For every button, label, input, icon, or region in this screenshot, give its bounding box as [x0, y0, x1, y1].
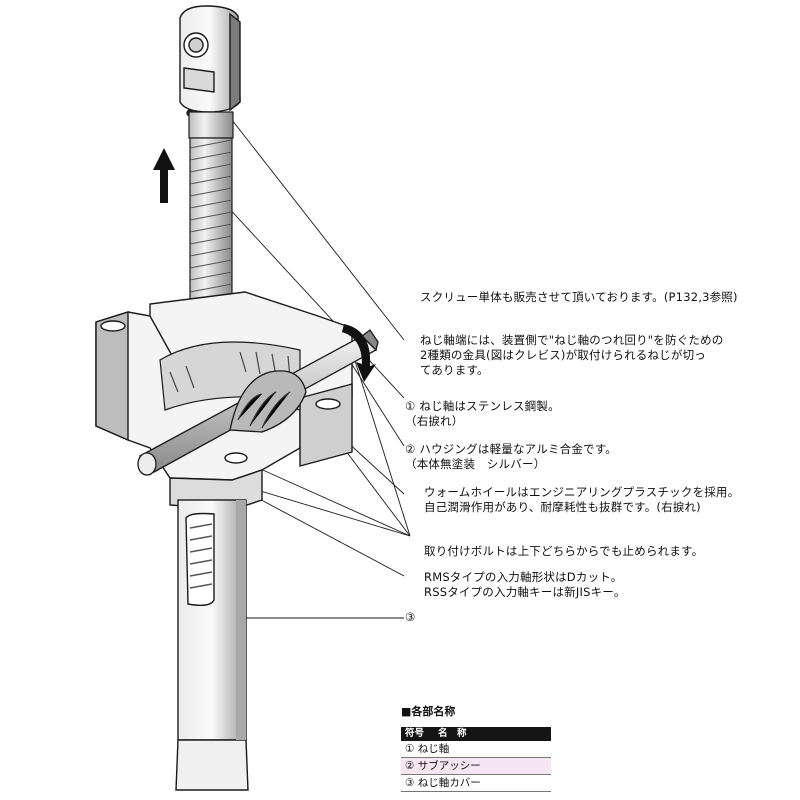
note-worm-wheel: ウォームホイールはエンジニアリングプラスチックを採用。 自己潤滑作用があり、耐摩… [424, 485, 740, 514]
housing [95, 291, 353, 511]
screw-cover [175, 499, 249, 791]
lift-arrow [153, 148, 175, 203]
note-screw-sold-separately: スクリュー単体も販売させて頂いております。(P132,3参照) [420, 290, 738, 304]
legend-header-code: 符号 [405, 728, 425, 739]
note-part2-housing: ② ハウジングは軽量なアルミ合金です。 （本体無塗装 シルバー） [405, 442, 617, 471]
legend-header-name: 名 称 [438, 728, 467, 739]
rotation-arrow [342, 324, 376, 382]
legend-row: ③ ねじ軸カバー [401, 775, 551, 792]
note-clevis-thread: ねじ軸端には、装置側で"ねじ軸のつれ回り"を防ぐための 2種類の金具(図はクレビ… [420, 333, 724, 377]
note-input-shaft: RMSタイプの入力軸形状はDカット。 RSSタイプの入力軸キーは新JISキー。 [424, 570, 626, 599]
legend-row: ② サブアッシー [401, 758, 551, 775]
input-shaft [137, 329, 379, 476]
note-part3-label: ③ [405, 610, 416, 624]
legend-header: 符号 名 称 [401, 727, 551, 741]
note-mounting-bolt: 取り付けボルトは上下どちらからでも止められます。 [424, 544, 704, 558]
legend-row: ① ねじ軸 [401, 741, 551, 758]
legend-title: ■各部名称 [401, 705, 456, 718]
clevis [179, 5, 241, 117]
parts-legend: ■各部名称 符号 名 称 ① ねじ軸 ② サブアッシー ③ ねじ軸カバー [401, 703, 551, 792]
note-part1-screw: ① ねじ軸はステンレス鋼製。 （右捩れ） [405, 399, 560, 428]
